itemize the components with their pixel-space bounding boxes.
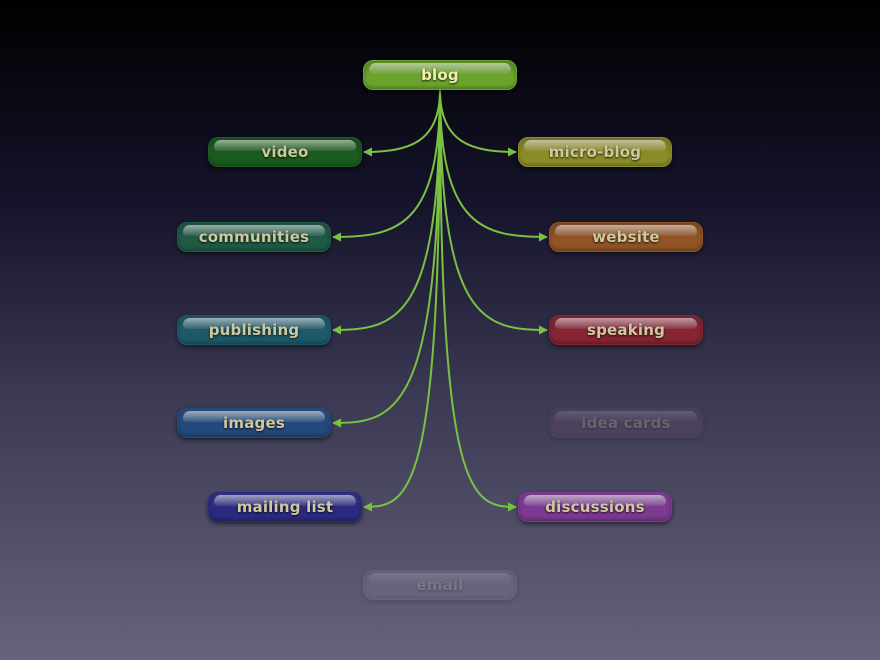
node-idea-cards[interactable]: idea cards <box>549 408 703 438</box>
node-label-discussions: discussions <box>545 498 645 516</box>
node-email[interactable]: email <box>363 570 517 600</box>
node-label-micro-blog: micro-blog <box>548 143 642 161</box>
edge-blog-to-images <box>332 89 441 428</box>
edge-blog-to-micro-blog <box>439 89 517 157</box>
node-label-idea-cards: idea cards <box>581 414 671 432</box>
node-mailing-list[interactable]: mailing list <box>208 492 362 522</box>
edge-blog-to-mailing-list <box>363 89 441 512</box>
node-label-website: website <box>592 228 660 246</box>
edge-blog-to-video <box>363 89 441 157</box>
node-website[interactable]: website <box>549 222 703 252</box>
node-video[interactable]: video <box>208 137 362 167</box>
node-label-email: email <box>416 576 464 594</box>
node-label-mailing-list: mailing list <box>236 498 334 516</box>
node-publishing[interactable]: publishing <box>177 315 331 345</box>
node-label-communities: communities <box>198 228 310 246</box>
node-label-blog: blog <box>421 66 459 84</box>
edge-blog-to-speaking <box>439 89 548 335</box>
node-communities[interactable]: communities <box>177 222 331 252</box>
node-label-images: images <box>223 414 285 432</box>
edge-blog-to-communities <box>332 89 441 242</box>
node-discussions[interactable]: discussions <box>518 492 672 522</box>
node-label-publishing: publishing <box>208 321 300 339</box>
node-images[interactable]: images <box>177 408 331 438</box>
node-label-speaking: speaking <box>586 321 666 339</box>
node-label-video: video <box>261 143 309 161</box>
node-blog[interactable]: blog <box>363 60 517 90</box>
node-micro-blog[interactable]: micro-blog <box>518 137 672 167</box>
node-speaking[interactable]: speaking <box>549 315 703 345</box>
edge-blog-to-website <box>439 89 548 242</box>
edge-blog-to-publishing <box>332 89 441 335</box>
edge-blog-to-discussions <box>439 89 517 512</box>
